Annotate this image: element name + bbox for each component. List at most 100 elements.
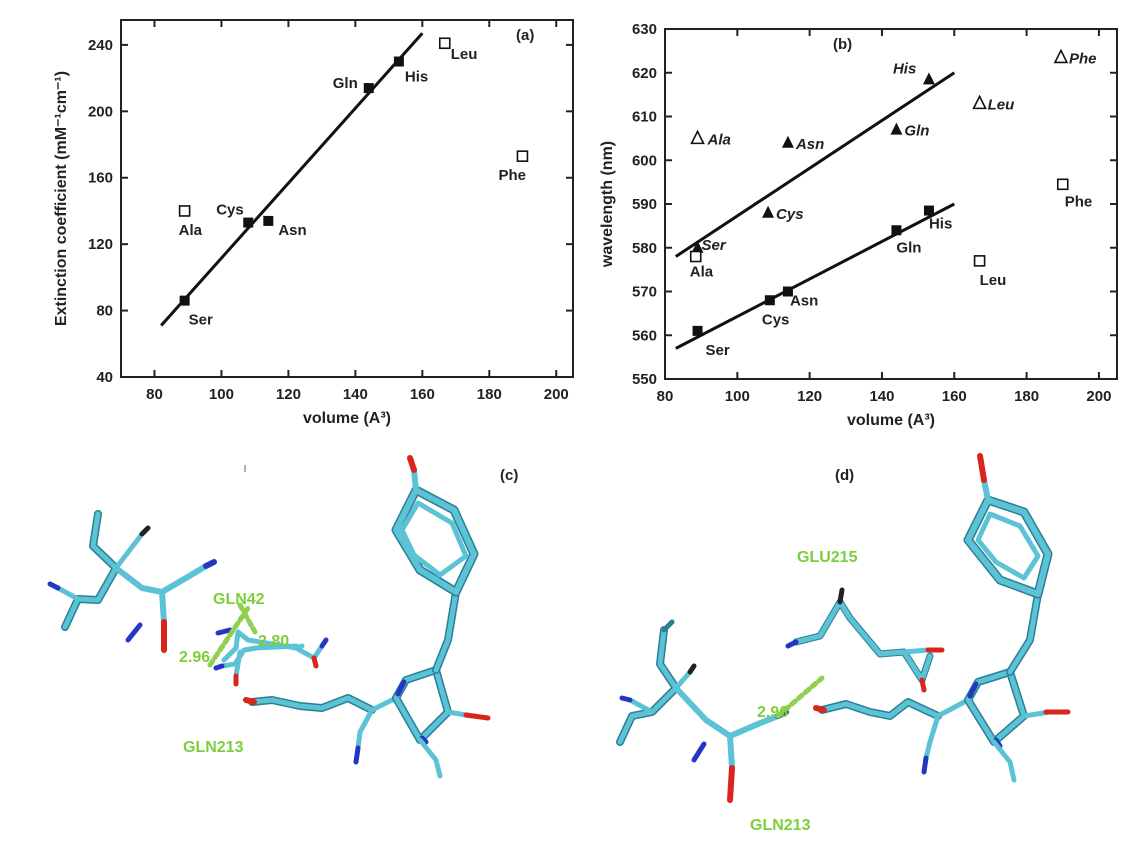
fit-line-0 xyxy=(675,71,956,258)
point-label-phe: Phe xyxy=(1069,50,1097,67)
y-tick-label-590: 590 xyxy=(632,196,657,213)
distance-label-296-c: 2.96 xyxy=(179,649,210,666)
y-tick-label-580: 580 xyxy=(632,240,657,257)
point-asn-filled-square xyxy=(263,215,274,226)
point-gln-filled-square xyxy=(891,225,902,236)
point-label-leu: Leu xyxy=(980,272,1007,289)
point-ser-filled-square xyxy=(179,295,190,306)
residue-label-gln213-c: GLN213 xyxy=(183,739,244,756)
x-tick-label-100: 100 xyxy=(725,388,750,405)
y-tick-label-120: 120 xyxy=(88,236,113,253)
panel-label: (a) xyxy=(516,27,534,44)
point-label-leu: Leu xyxy=(451,46,478,63)
point-label-cys: Cys xyxy=(762,311,790,328)
point-label-asn: Asn xyxy=(795,136,824,153)
y-tick-label-240: 240 xyxy=(88,37,113,54)
point-leu-open-square xyxy=(973,255,986,267)
chart-b: 80 100 120 140 160 180 200 550 560 570 580 590 600 61… xyxy=(599,21,1118,429)
x-tick-label-80: 80 xyxy=(657,388,674,405)
point-label-his: His xyxy=(893,60,916,77)
point-cys-filled-triangle xyxy=(762,205,775,218)
point-phe-open-square xyxy=(516,150,529,162)
y-tick-label-550: 550 xyxy=(632,371,657,388)
point-gln-filled-square xyxy=(363,83,374,94)
point-label-his: His xyxy=(929,216,952,233)
point-label-cys: Cys xyxy=(776,206,804,223)
point-label-ala: Ala xyxy=(179,222,203,239)
molecule-panel-c: (c) xyxy=(47,455,518,779)
x-axis-title: volume (A³) xyxy=(303,410,391,427)
residue-label-gln213-d: GLN213 xyxy=(750,817,811,834)
panel-label-d: (d) xyxy=(835,467,854,484)
point-gln-filled-triangle xyxy=(890,122,903,135)
y-tick-label-560: 560 xyxy=(632,327,657,344)
point-phe-open-square xyxy=(1056,178,1069,191)
molecule-c-sticks xyxy=(47,455,491,779)
y-tick-label-80: 80 xyxy=(96,303,113,320)
x-tick-label-140: 140 xyxy=(343,386,368,403)
point-ser-filled-triangle xyxy=(691,240,704,253)
y-tick-label-160: 160 xyxy=(88,170,113,187)
molecule-panel-d: (d) xyxy=(616,453,1071,834)
panel-label: (b) xyxy=(833,36,852,53)
x-tick-label-100: 100 xyxy=(209,386,234,403)
point-label-leu: Leu xyxy=(988,96,1015,113)
point-label-his: His xyxy=(405,69,428,86)
point-label-ser: Ser xyxy=(702,237,727,254)
point-label-phe: Phe xyxy=(1065,193,1093,210)
point-label-asn: Asn xyxy=(790,293,818,310)
y-tick-label-620: 620 xyxy=(632,65,657,82)
point-label-cys: Cys xyxy=(216,202,244,219)
point-ser-filled-square xyxy=(692,325,703,336)
y-tick-label-40: 40 xyxy=(96,369,113,386)
point-ala-open-triangle xyxy=(690,129,705,145)
point-leu-open-square xyxy=(438,37,451,50)
point-label-gln: Gln xyxy=(904,123,929,140)
residue-label-glu215: GLU215 xyxy=(797,549,858,566)
point-label-ala: Ala xyxy=(707,131,731,148)
point-label-ser: Ser xyxy=(706,342,730,359)
panel-label-c: (c) xyxy=(500,467,518,484)
residue-label-gln42: GLN42 xyxy=(213,591,265,608)
point-label-phe: Phe xyxy=(498,167,526,184)
point-phe-open-triangle xyxy=(1053,48,1069,64)
point-label-ala: Ala xyxy=(690,264,714,281)
x-tick-label-120: 120 xyxy=(276,386,301,403)
fit-line-1 xyxy=(675,202,955,350)
y-tick-label-600: 600 xyxy=(632,152,657,169)
x-tick-label-200: 200 xyxy=(544,386,569,403)
point-label-asn: Asn xyxy=(278,222,306,239)
x-tick-label-180: 180 xyxy=(1014,388,1039,405)
point-his-filled-square xyxy=(393,56,404,67)
point-ala-open-square xyxy=(689,250,702,263)
point-asn-filled-square xyxy=(782,286,793,297)
plot-frame xyxy=(120,19,574,378)
plot-frame xyxy=(664,28,1118,380)
point-his-filled-triangle xyxy=(922,72,935,85)
y-axis-title: wavelength (nm) xyxy=(599,141,616,268)
x-tick-label-140: 140 xyxy=(869,388,894,405)
point-ala-open-square xyxy=(178,205,191,217)
y-tick-label-570: 570 xyxy=(632,284,657,301)
point-asn-filled-triangle xyxy=(781,135,794,148)
x-tick-label-80: 80 xyxy=(146,386,163,403)
point-cys-filled-square xyxy=(764,295,775,306)
point-his-filled-square xyxy=(923,205,934,216)
y-tick-label-630: 630 xyxy=(632,21,657,38)
y-tick-label-200: 200 xyxy=(88,103,113,120)
x-tick-label-120: 120 xyxy=(797,388,822,405)
x-tick-label-180: 180 xyxy=(477,386,502,403)
distance-label-296-d: 2.96 xyxy=(757,704,788,721)
point-label-gln: Gln xyxy=(896,239,921,256)
x-tick-label-160: 160 xyxy=(942,388,967,405)
fit-line-0 xyxy=(160,32,424,327)
point-cys-filled-square xyxy=(243,217,254,228)
point-label-gln: Gln xyxy=(333,75,358,92)
point-leu-open-triangle xyxy=(972,94,987,110)
x-tick-label-200: 200 xyxy=(1086,388,1111,405)
y-axis-title: Extinction coefficient (mM⁻¹cm⁻¹) xyxy=(53,71,70,326)
point-label-ser: Ser xyxy=(189,312,213,329)
y-tick-label-610: 610 xyxy=(632,109,657,126)
x-tick-label-160: 160 xyxy=(410,386,435,403)
